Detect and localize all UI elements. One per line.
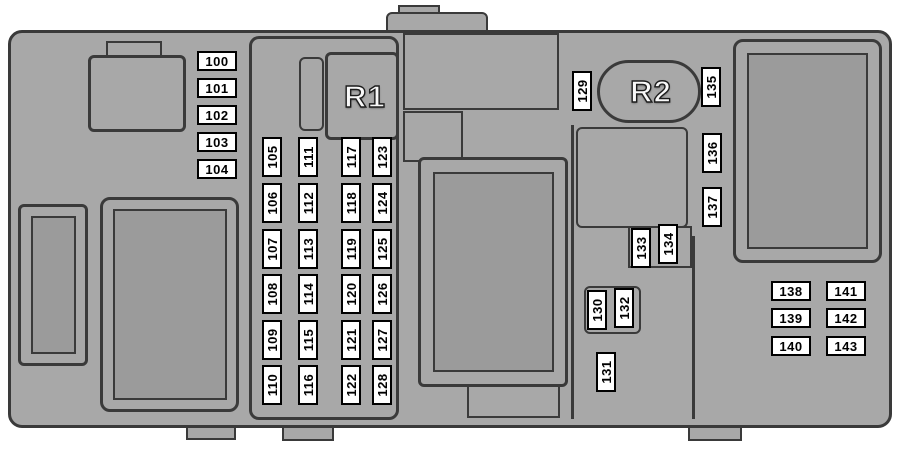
fuse-label-115: 115 [298, 320, 318, 360]
fuse-label-138: 138 [771, 281, 811, 301]
fuse-label-100: 100 [197, 51, 237, 71]
fuse-label-131: 131 [596, 352, 616, 392]
fuse-label-133: 133 [631, 228, 651, 268]
fuse-label-122: 122 [341, 365, 361, 405]
fuse-label-119: 119 [341, 229, 361, 269]
fuse-label-132: 132 [614, 288, 634, 328]
divider-line-right [692, 236, 695, 419]
fuse-label-139: 139 [771, 308, 811, 328]
relay-r2-slot [597, 60, 701, 123]
fuse-label-126: 126 [372, 274, 392, 314]
divider-line-center [571, 125, 574, 419]
fuse-label-104: 104 [197, 159, 237, 179]
relay-r1-side-slot [299, 57, 324, 131]
fuse-label-111: 111 [298, 137, 318, 177]
fuse-label-116: 116 [298, 365, 318, 405]
fuse-label-118: 118 [341, 183, 361, 223]
fuse-label-140: 140 [771, 336, 811, 356]
fuse-label-109: 109 [262, 320, 282, 360]
fuse-label-117: 117 [341, 137, 361, 177]
left-connector-inner [31, 216, 76, 354]
left-block-inner [113, 209, 227, 400]
center-step-block [403, 111, 463, 162]
fuse-label-143: 143 [826, 336, 866, 356]
fuse-label-106: 106 [262, 183, 282, 223]
fuse-label-124: 124 [372, 183, 392, 223]
fuse-label-120: 120 [341, 274, 361, 314]
relay-r1-slot [325, 52, 399, 140]
fuse-label-102: 102 [197, 105, 237, 125]
fuse-label-135: 135 [701, 67, 721, 107]
center-bottom-tab [467, 385, 560, 418]
fuse-label-129: 129 [572, 71, 592, 111]
right-block-inner [747, 53, 868, 249]
fuse-label-110: 110 [262, 365, 282, 405]
fuse-label-108: 108 [262, 274, 282, 314]
fuse-label-136: 136 [702, 133, 722, 173]
relay-r1-label: R1 [343, 78, 386, 114]
fuse-label-114: 114 [298, 274, 318, 314]
fuse-label-141: 141 [826, 281, 866, 301]
fuse-label-101: 101 [197, 78, 237, 98]
fuse-label-105: 105 [262, 137, 282, 177]
fuse-label-103: 103 [197, 132, 237, 152]
fuse-label-123: 123 [372, 137, 392, 177]
fuse-label-128: 128 [372, 365, 392, 405]
fuse-label-113: 113 [298, 229, 318, 269]
fuse-label-112: 112 [298, 183, 318, 223]
fuse-label-121: 121 [341, 320, 361, 360]
fuse-label-125: 125 [372, 229, 392, 269]
fuse-label-134: 134 [658, 224, 678, 264]
top-left-block [88, 55, 186, 132]
center-connector-inner [433, 172, 554, 372]
fuse-label-107: 107 [262, 229, 282, 269]
relay-r2-lower-block [576, 127, 688, 228]
fuse-label-142: 142 [826, 308, 866, 328]
fuse-label-127: 127 [372, 320, 392, 360]
fuse-label-130: 130 [587, 290, 607, 330]
relay-r2-label: R2 [629, 73, 672, 109]
fuse-label-137: 137 [702, 187, 722, 227]
center-top-block [403, 33, 559, 110]
